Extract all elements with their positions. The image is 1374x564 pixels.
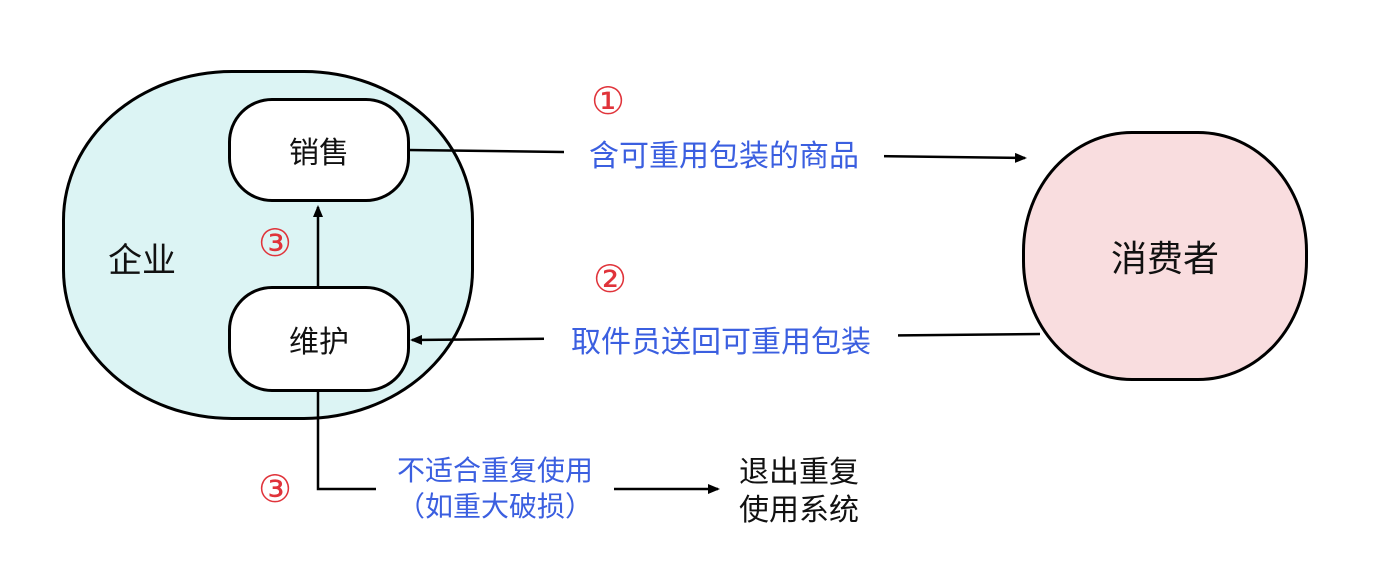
- exit-label-line2: 使用系统: [739, 493, 859, 528]
- edge-label-goods-with-reusable-packaging: 含可重用包装的商品: [564, 132, 884, 174]
- step-number-3-lower: ③: [257, 467, 293, 511]
- enterprise-label: 企业: [108, 240, 176, 281]
- step-number-1: ①: [590, 79, 626, 123]
- exit-label-line1: 退出重复: [739, 455, 859, 490]
- edge-label-not-reusable: 不适合重复使用 （如重大破损）: [376, 452, 614, 526]
- step-number-3-upper: ③: [257, 221, 293, 265]
- exit-reuse-system-label: 退出重复 使用系统: [724, 452, 874, 532]
- edge-label-courier-returns-packaging: 取件员送回可重用包装: [544, 318, 898, 360]
- edge-label-not-reusable-line1: 不适合重复使用: [396, 454, 593, 487]
- sales-node: 销售: [228, 98, 410, 202]
- consumer-node: 消费者: [1022, 131, 1308, 381]
- step-number-2: ②: [592, 257, 628, 301]
- edge-label-not-reusable-line2: （如重大破损）: [396, 490, 593, 523]
- maintenance-node: 维护: [228, 286, 410, 392]
